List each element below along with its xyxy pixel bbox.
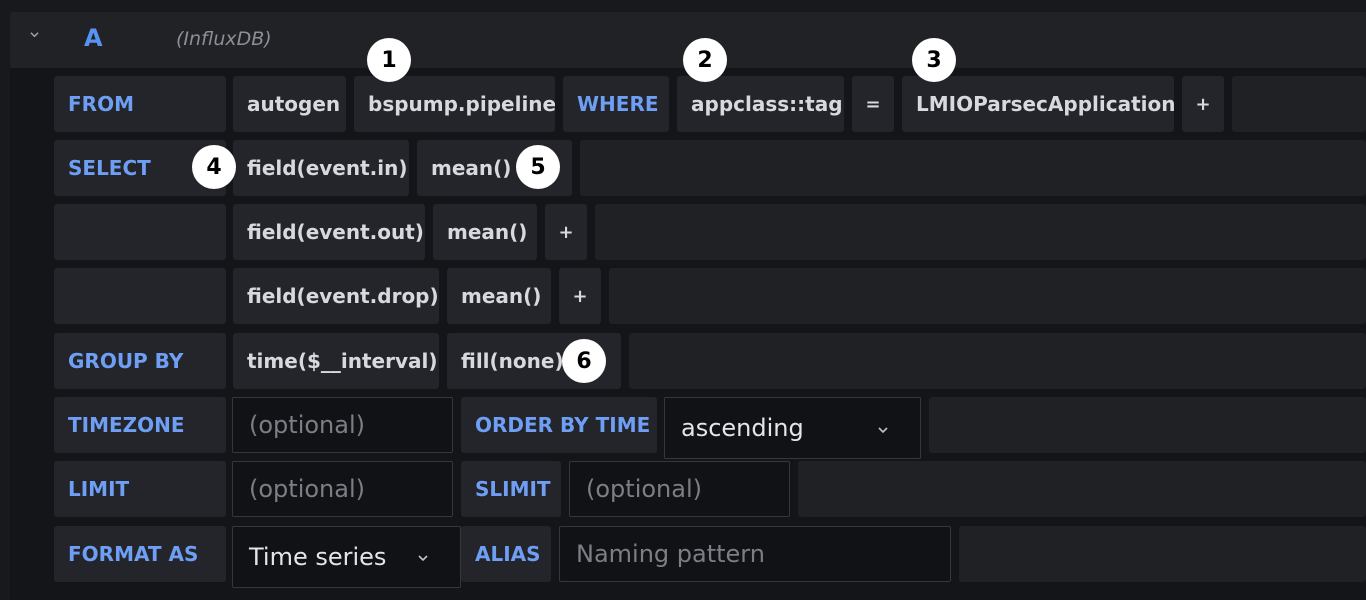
alias-input[interactable]: Naming pattern — [559, 526, 951, 582]
order-by-select[interactable]: ascending — [664, 397, 921, 459]
retention-policy-segment[interactable]: autogen — [233, 76, 346, 132]
callout-badge-6: 6 — [562, 339, 606, 383]
timezone-input[interactable]: (optional) — [232, 397, 453, 453]
row-filler — [798, 461, 1366, 517]
chevron-down-icon[interactable] — [418, 553, 428, 563]
select-field-segment[interactable]: field(event.in) — [233, 140, 409, 196]
add-select-button[interactable]: + — [559, 268, 601, 324]
order-by-time-label: ORDER BY TIME — [461, 397, 657, 453]
row-filler — [629, 333, 1366, 389]
query-ref-id[interactable]: A — [84, 24, 103, 52]
chevron-down-icon[interactable] — [878, 425, 888, 435]
measurement-segment[interactable]: bspump.pipeline — [354, 76, 555, 132]
callout-badge-5: 5 — [516, 145, 560, 189]
chevron-down-icon[interactable] — [30, 30, 39, 39]
group-by-label: GROUP BY — [54, 333, 226, 389]
add-where-button[interactable]: + — [1182, 76, 1224, 132]
callout-badge-3: 3 — [912, 38, 956, 82]
where-label: WHERE — [563, 76, 669, 132]
row-filler — [595, 204, 1366, 260]
format-as-select[interactable]: Time series — [232, 526, 461, 588]
order-by-value: ascending — [681, 414, 804, 442]
format-as-value: Time series — [249, 543, 387, 571]
timezone-label: TIMEZONE — [54, 397, 226, 453]
select-aggregation-segment[interactable]: mean() — [447, 268, 551, 324]
select-label-spacer — [54, 268, 226, 324]
limit-label: LIMIT — [54, 461, 226, 517]
operator-segment[interactable]: = — [852, 76, 894, 132]
group-by-time-segment[interactable]: time($__interval) — [233, 333, 439, 389]
row-filler — [609, 268, 1366, 324]
select-aggregation-segment[interactable]: mean() — [433, 204, 537, 260]
row-filler — [1232, 76, 1366, 132]
slimit-input[interactable]: (optional) — [569, 461, 790, 517]
tag-key-segment[interactable]: appclass::tag — [677, 76, 844, 132]
select-label-spacer — [54, 204, 226, 260]
from-label: FROM — [54, 76, 226, 132]
tag-value-segment[interactable]: LMIOParsecApplication — [902, 76, 1174, 132]
limit-input[interactable]: (optional) — [232, 461, 453, 517]
row-filler — [929, 397, 1366, 453]
callout-badge-2: 2 — [683, 38, 727, 82]
select-field-segment[interactable]: field(event.out) — [233, 204, 425, 260]
format-as-label: FORMAT AS — [54, 526, 226, 582]
add-select-button[interactable]: + — [545, 204, 587, 260]
slimit-label: SLIMIT — [461, 461, 561, 517]
select-field-segment[interactable]: field(event.drop) — [233, 268, 439, 324]
alias-label: ALIAS — [461, 526, 551, 582]
callout-badge-4: 4 — [192, 145, 236, 189]
callout-badge-1: 1 — [367, 38, 411, 82]
row-filler — [580, 140, 1366, 196]
datasource-name: (InfluxDB) — [176, 28, 272, 50]
row-filler — [959, 526, 1366, 582]
